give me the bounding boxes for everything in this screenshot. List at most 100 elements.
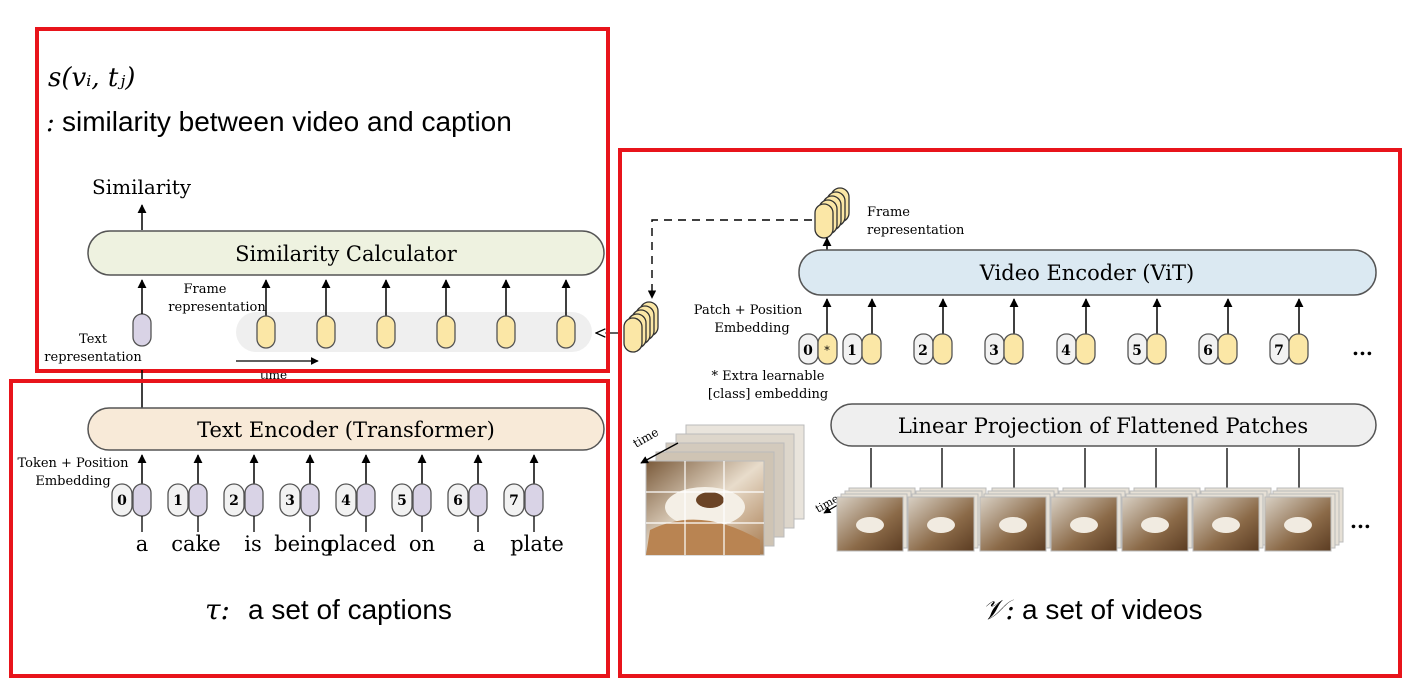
token-index-pill xyxy=(111,483,133,517)
linear-projection-box xyxy=(830,403,1377,447)
frame-representation-stack-top xyxy=(814,187,850,239)
patch-index: 4 xyxy=(1061,343,1071,359)
time-label-video: time xyxy=(631,425,662,451)
token-index-pill xyxy=(223,483,245,517)
patch-image-detail xyxy=(1070,517,1098,533)
patch-image-detail xyxy=(856,517,884,533)
token-index: 2 xyxy=(229,493,239,509)
patch-index: 7 xyxy=(1274,343,1284,359)
frame-token-tray xyxy=(236,312,592,352)
token-embedding-pill xyxy=(188,483,208,517)
frame-representation-label-1: Frame xyxy=(183,282,226,297)
similarity-output-label: Similarity xyxy=(92,175,192,199)
patch-embedding-label-2: Embedding xyxy=(714,321,789,336)
frame-token xyxy=(556,315,576,349)
text-representation-label-2: representation xyxy=(44,350,142,365)
patch-index: 3 xyxy=(989,343,999,359)
class-marker: * xyxy=(824,344,830,357)
patch-index: 5 xyxy=(1132,343,1142,359)
frame-token xyxy=(436,315,456,349)
token-index: 1 xyxy=(173,493,183,509)
similarity-calculator-label: Similarity Calculator xyxy=(235,242,458,266)
similarity-calculator-box xyxy=(87,230,605,276)
token-index-pill xyxy=(279,483,301,517)
patch-embedding-pill xyxy=(1003,333,1024,365)
video-encoder-section: Frame representation Video Encoder (ViT)… xyxy=(623,187,1377,626)
caption-word: on xyxy=(409,532,435,556)
similarity-section: s(vᵢ, tⱼ) : similarity between video and… xyxy=(44,63,622,382)
similarity-highlight-box xyxy=(35,27,610,373)
frame-token xyxy=(376,315,396,349)
token-embedding-label-1: Token + Position xyxy=(17,456,129,471)
patch-image xyxy=(836,496,904,552)
video-encoder-box xyxy=(798,249,1377,296)
patch-image-detail xyxy=(1141,517,1169,533)
frame-token xyxy=(316,315,336,349)
frame-token-row xyxy=(256,279,576,349)
patch-embedding-pill xyxy=(932,333,953,365)
token-index: 7 xyxy=(509,493,519,509)
frame-feedback-dashed-arrow xyxy=(647,219,812,299)
caption-word: a xyxy=(473,532,486,556)
patch-image-detail xyxy=(999,517,1027,533)
extra-embedding-note-2: [class] embedding xyxy=(708,387,828,402)
token-index: 3 xyxy=(285,493,295,509)
patch-embedding-pill xyxy=(1075,333,1096,365)
token-index-pill xyxy=(335,483,357,517)
caption-symbol: τ: xyxy=(205,593,230,626)
patch-image-detail xyxy=(1284,517,1312,533)
patch-image-detail xyxy=(927,517,955,533)
image-ellipsis: ... xyxy=(1350,509,1371,533)
text-highlight-box xyxy=(9,379,610,678)
patch-embedding-pill xyxy=(1288,333,1309,365)
token-index: 4 xyxy=(341,493,351,509)
caption-word: plate xyxy=(510,532,564,556)
formula-label: s(vᵢ, tⱼ) xyxy=(48,63,135,93)
patch-index: 1 xyxy=(847,343,857,359)
text-encoder-label: Text Encoder (Transformer) xyxy=(197,418,495,442)
patch-embedding-pill xyxy=(861,333,882,365)
video-clip-stack xyxy=(645,424,805,556)
time-arrow-video xyxy=(640,442,679,464)
formula-description: similarity between video and caption xyxy=(62,106,512,137)
patch-index: 0 xyxy=(803,343,813,359)
token-index: 5 xyxy=(397,493,407,509)
frame-representation-label-2: representation xyxy=(168,300,266,315)
frame-token xyxy=(256,315,276,349)
patch-token-row: 0 * 1 2 3 4 5 6 7 xyxy=(798,298,1309,365)
text-representation-token xyxy=(132,313,152,347)
stacked-frame-token xyxy=(623,317,643,353)
caption-word: a xyxy=(136,532,149,556)
caption-word: being xyxy=(274,532,334,556)
formula-desc-prefix: : xyxy=(46,108,55,138)
caption-word: is xyxy=(244,532,262,556)
patch-index: 2 xyxy=(918,343,928,359)
patch-embedding-pill xyxy=(1217,333,1238,365)
linear-projection-label: Linear Projection of Flattened Patches xyxy=(898,414,1308,438)
patch-image-row xyxy=(836,487,1344,552)
token-index-pill xyxy=(167,483,189,517)
patch-image-detail xyxy=(1212,517,1240,533)
video-symbol: 𝒱: xyxy=(982,593,1015,626)
token-embedding-pill xyxy=(132,483,152,517)
extra-embedding-note-1: * Extra learnable xyxy=(712,369,825,384)
token-embedding-pill xyxy=(412,483,432,517)
token-embedding-pill xyxy=(524,483,544,517)
patch-index: 6 xyxy=(1203,343,1213,359)
token-index-pill xyxy=(503,483,525,517)
video-encoder-label: Video Encoder (ViT) xyxy=(979,261,1194,285)
token-embedding-pill xyxy=(356,483,376,517)
patch-ellipsis: ... xyxy=(1352,336,1373,360)
token-index-pill xyxy=(447,483,469,517)
patch-embedding-pill xyxy=(1146,333,1167,365)
video-frame-representation-label-1: Frame xyxy=(867,205,910,220)
token-index: 6 xyxy=(453,493,463,509)
caption-word: placed xyxy=(326,532,396,556)
token-index-pill xyxy=(391,483,413,517)
token-embedding-pill xyxy=(244,483,264,517)
caption-word: cake xyxy=(171,532,220,556)
patch-embedding-pill xyxy=(817,333,838,365)
